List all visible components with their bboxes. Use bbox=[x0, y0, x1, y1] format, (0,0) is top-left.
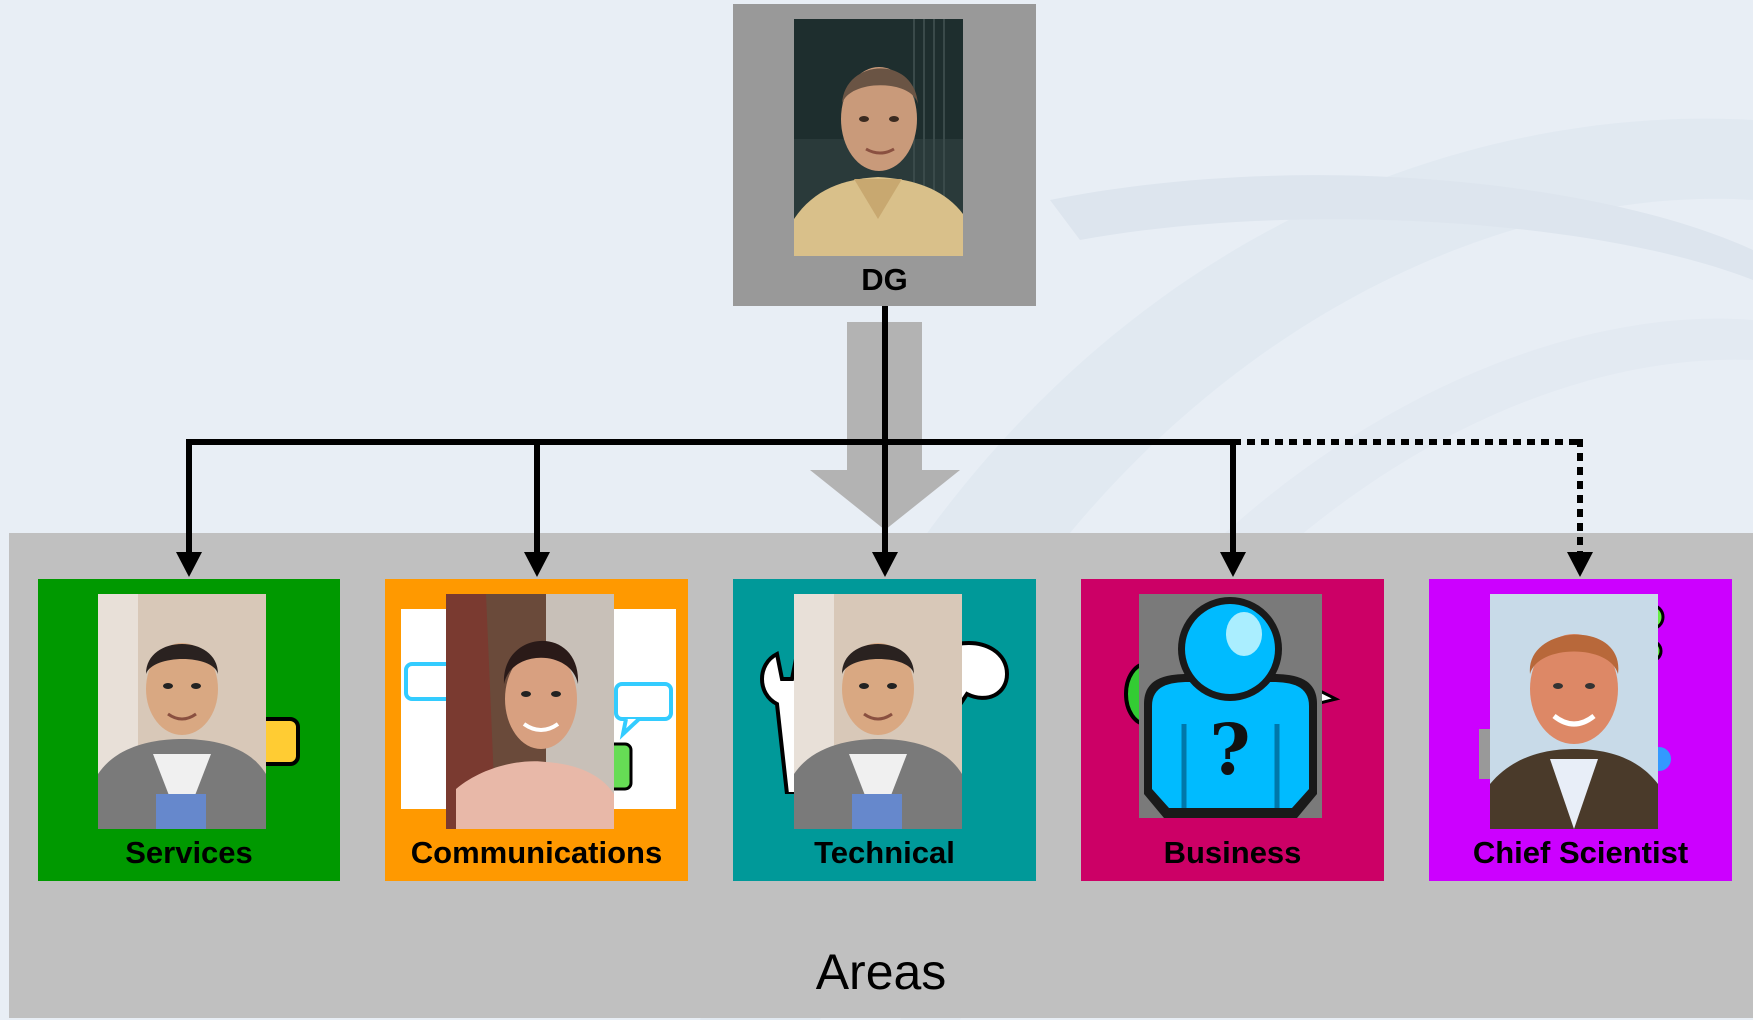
dg-box[interactable]: DG bbox=[733, 4, 1036, 306]
business-label: Business bbox=[1163, 835, 1302, 870]
chief-scientist-label: Chief Scientist bbox=[1472, 835, 1689, 870]
arrowhead-chief-scientist bbox=[1567, 552, 1593, 577]
communications-label: Communications bbox=[410, 835, 663, 870]
arrowhead-technical bbox=[872, 552, 898, 577]
arrowhead-business bbox=[1220, 552, 1246, 577]
person-photo-icon bbox=[98, 594, 266, 829]
chief-scientist-box[interactable]: Chief Scientist bbox=[1429, 579, 1732, 881]
technical-box[interactable]: Technical bbox=[733, 579, 1036, 881]
svg-text:?: ? bbox=[1209, 708, 1250, 791]
arrowhead-services bbox=[176, 552, 202, 577]
areas-label: Areas bbox=[815, 944, 947, 1000]
technical-label: Technical bbox=[814, 835, 955, 870]
person-photo-icon bbox=[446, 594, 614, 829]
unknown-person-icon: ? bbox=[1139, 594, 1322, 818]
communications-box[interactable]: Communications bbox=[385, 579, 688, 881]
person-photo-icon bbox=[794, 594, 962, 829]
business-box[interactable]: ? Business bbox=[1081, 579, 1384, 881]
dg-label: DG bbox=[861, 262, 908, 297]
person-photo-icon bbox=[1490, 594, 1658, 829]
arrowhead-communications bbox=[524, 552, 550, 577]
services-label: Services bbox=[125, 835, 253, 870]
services-box[interactable]: Services bbox=[38, 579, 340, 881]
person-photo-icon bbox=[794, 19, 963, 256]
